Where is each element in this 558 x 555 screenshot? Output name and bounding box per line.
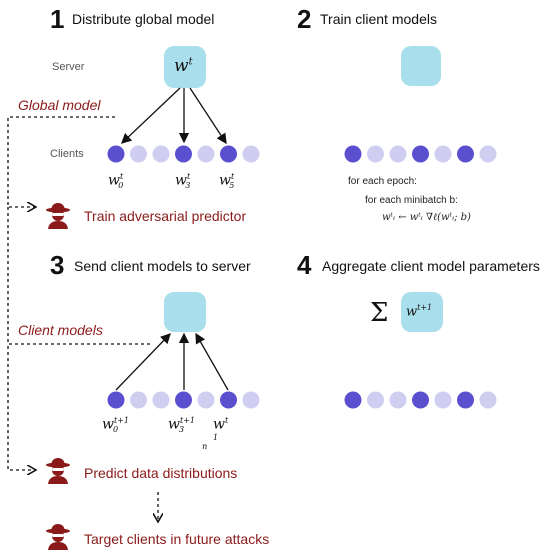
client-weight-wn-next: wt 1n — [202, 416, 229, 452]
aggregated-model-box: wt+1 — [401, 292, 443, 332]
client-dot-step4-0 — [344, 391, 362, 409]
arrow-clientn-to-server — [195, 332, 229, 391]
client-dot-step4-6 — [479, 391, 497, 409]
client-dot-step3-2 — [152, 391, 170, 409]
spy-icon — [44, 456, 72, 484]
arrow-server-to-clientn — [189, 87, 227, 145]
client-weight-wn: wt5 — [219, 172, 235, 191]
client-weight-w3-next: wt+13 — [168, 416, 195, 435]
adversary-step-train: Train adversarial predictor — [84, 208, 247, 224]
dashed-global-model-to-adversary — [7, 116, 115, 207]
client-dot-step2-4 — [434, 145, 452, 163]
server-model-box-step2 — [401, 46, 441, 86]
adversary-step-target: Target clients in future attacks — [84, 531, 270, 547]
client-dot-step1-4 — [197, 145, 215, 163]
client-dot-step3-6 — [242, 391, 260, 409]
server-weight-sup: t — [188, 56, 193, 68]
step-4-title: Aggregate client model parameters — [322, 258, 540, 274]
client-dot-step1-0 — [107, 145, 125, 163]
server-model-box-step3 — [164, 292, 206, 332]
client-dot-step4-4 — [434, 391, 452, 409]
client-weight-w0: wt0 — [108, 172, 124, 191]
client-dot-step2-3 — [412, 145, 429, 163]
training-line-update: wᵗᵢ ← wᵗᵢ ∇ℓ(wᵗᵢ; b) — [382, 212, 471, 223]
client-dot-step3-0 — [107, 391, 125, 409]
client-weight-w3: wt3 — [175, 172, 191, 191]
step-2-title: Train client models — [320, 11, 437, 27]
server-label: Server — [52, 61, 85, 73]
client-dot-step1-1 — [130, 145, 147, 163]
client-dot-step2-5 — [457, 145, 474, 163]
server-model-box-step1: wt — [164, 46, 206, 88]
client-weight-w0-next: wt+10 — [102, 416, 129, 435]
client-dot-step4-5 — [457, 391, 474, 409]
step-1-number: 1 — [50, 4, 65, 34]
client-dot-step1-5 — [220, 145, 237, 163]
spy-icon — [44, 522, 72, 550]
sum-symbol: Σ — [370, 298, 389, 328]
client-models-label: Client models — [18, 322, 103, 338]
client-dot-step1-3 — [175, 145, 192, 163]
client-dot-step3-4 — [197, 391, 215, 409]
dashed-client-models-to-adversary — [7, 343, 150, 470]
client-dot-step2-2 — [389, 145, 407, 163]
step-2-number: 2 — [297, 4, 312, 34]
client-dot-step4-2 — [389, 391, 407, 409]
client-dot-step2-0 — [344, 145, 362, 163]
client-dot-step3-3 — [175, 391, 192, 409]
arrow-client0-to-server — [115, 333, 171, 391]
client-dot-step3-5 — [220, 391, 237, 409]
agg-weight: w — [406, 304, 418, 320]
global-model-label: Global model — [18, 97, 101, 113]
client-dot-step1-2 — [152, 145, 170, 163]
step-4-number: 4 — [297, 250, 312, 280]
agg-weight-sup: t+1 — [417, 303, 433, 312]
client-dot-step3-1 — [130, 391, 147, 409]
training-line-epoch: for each epoch: — [348, 176, 417, 187]
client-dot-step2-1 — [367, 145, 384, 163]
spy-icon — [44, 201, 72, 229]
server-weight: w — [174, 56, 189, 76]
clients-label: Clients — [50, 148, 84, 160]
client-dot-step4-3 — [412, 391, 429, 409]
step-3-number: 3 — [50, 250, 65, 280]
training-line-minibatch: for each minibatch b: — [365, 195, 458, 206]
client-dot-step1-6 — [242, 145, 260, 163]
client-dot-step4-1 — [367, 391, 384, 409]
arrow-server-to-client0 — [121, 87, 181, 144]
client-dot-step2-6 — [479, 145, 497, 163]
step-1-title: Distribute global model — [72, 11, 215, 27]
adversary-step-predict: Predict data distributions — [84, 465, 238, 481]
step-3-title: Send client models to server — [74, 258, 251, 274]
